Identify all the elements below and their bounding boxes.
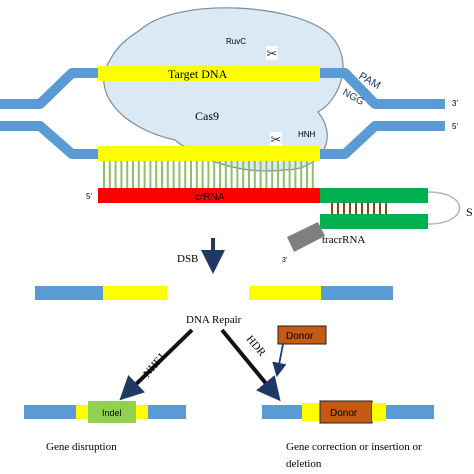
- indel-segment: [88, 401, 136, 423]
- gene-correction-line1: Gene correction or insertion or: [286, 441, 422, 453]
- hdr-label: HDR: [244, 333, 269, 359]
- hnh-label: HNH: [298, 130, 316, 139]
- tracrrna-tail: [287, 222, 325, 252]
- base-pair-rungs: [103, 161, 314, 188]
- nhej-arrow: [119, 328, 194, 401]
- scissors-icon: ✂: [266, 46, 278, 61]
- dsb-label: DSB: [177, 253, 198, 265]
- ruvc-label: RuvC: [226, 37, 246, 46]
- dna-repair-label: DNA Repair: [186, 314, 242, 326]
- donor-box-label: Donor: [286, 331, 314, 342]
- five-prime-bottom-label: 5': [452, 122, 458, 131]
- dna-bottom-right-arm: [318, 121, 445, 159]
- crrna-label: crRNA: [195, 192, 225, 203]
- gene-disruption-label: Gene disruption: [46, 441, 117, 453]
- nhej-product-right-yellow: [136, 405, 148, 419]
- svg-text:✂: ✂: [267, 46, 278, 61]
- donor-arrow: [272, 343, 287, 378]
- donor-box: [277, 325, 327, 345]
- donor-segment-label: Donor: [330, 408, 358, 419]
- fragment-left-blue: [35, 286, 103, 300]
- indel-label: Indel: [102, 408, 122, 418]
- gene-correction-line2: deletion: [286, 458, 322, 470]
- crrna-strand: [98, 188, 320, 203]
- tracrrna-upper-arm: [320, 188, 428, 203]
- svg-text:✂: ✂: [271, 132, 282, 147]
- complementary-strand: [98, 146, 320, 161]
- hdr-product-right-blue: [386, 405, 434, 419]
- nhej-product-right-blue: [148, 405, 186, 419]
- fragment-right-blue: [321, 286, 393, 300]
- target-dna-label: Target DNA: [168, 67, 228, 81]
- dna-bottom-left-arm: [0, 121, 100, 159]
- hdr-arrow: [220, 328, 281, 402]
- s-label: S: [466, 205, 473, 219]
- nhej-product-left-blue: [24, 405, 76, 419]
- tracrrna-loop: [427, 191, 460, 225]
- tracrrna-rungs: [331, 203, 387, 214]
- three-prime-tracr-label: 3': [282, 257, 287, 264]
- dna-top-left-arm: [0, 68, 100, 109]
- fragment-right-yellow: [249, 286, 321, 300]
- scissors-icon: ✂: [270, 132, 282, 147]
- five-prime-crrna-label: 5': [86, 192, 92, 201]
- hdr-product-left-blue: [262, 405, 302, 419]
- nhej-product-left-yellow: [76, 405, 88, 419]
- tracrrna-lower-arm: [320, 214, 428, 229]
- three-prime-top-label: 3': [452, 99, 458, 108]
- hdr-product-left-yellow: [302, 403, 320, 421]
- hdr-product-right-yellow: [372, 403, 386, 421]
- cas9-label: Cas9: [195, 109, 219, 123]
- dna-top-right-arm: [318, 68, 445, 109]
- fragment-left-yellow: [103, 286, 167, 300]
- tracrrna-label: tracrRNA: [322, 234, 365, 246]
- target-dna-strand: [98, 66, 320, 81]
